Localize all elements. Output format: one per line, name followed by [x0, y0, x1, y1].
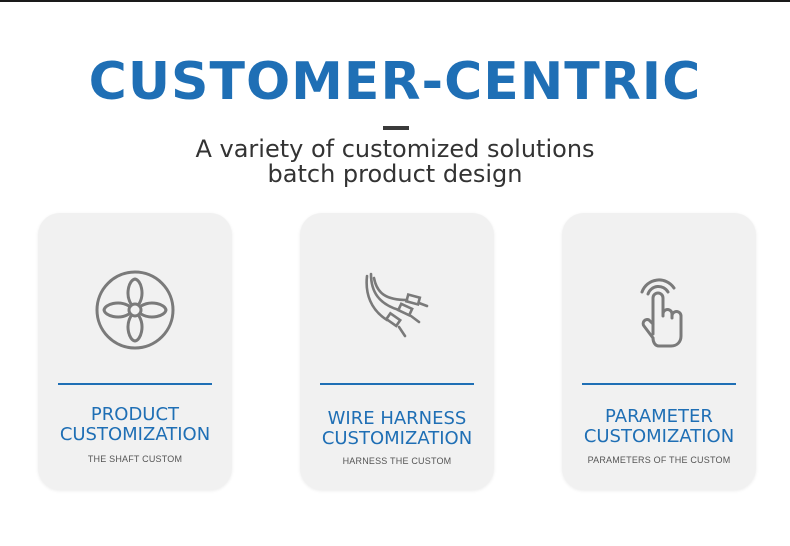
- subtitle-line-1: A variety of customized solutions: [195, 135, 595, 163]
- cable-icon: [347, 270, 447, 350]
- page-headline: CUSTOMER-CENTRIC: [88, 52, 702, 112]
- card-divider: [58, 383, 212, 385]
- title-divider: [383, 126, 409, 130]
- wire-harness-customization-card[interactable]: WIRE HARNESS CUSTOMIZATION HARNESS THE C…: [300, 213, 494, 490]
- card-subtitle: PARAMETERS OF THE CUSTOM: [587, 455, 731, 465]
- parameter-customization-card[interactable]: PARAMETER CUSTOMIZATION PARAMETERS OF TH…: [562, 213, 756, 490]
- card-divider: [320, 383, 474, 385]
- card-title: PARAMETER CUSTOMIZATION: [583, 406, 735, 447]
- card-subtitle: THE SHAFT CUSTOM: [87, 454, 183, 464]
- card-title: PRODUCT CUSTOMIZATION: [59, 404, 211, 445]
- card-title: WIRE HARNESS CUSTOMIZATION: [321, 408, 473, 449]
- top-border-line: [0, 0, 790, 2]
- subtitle-line-2: batch product design: [267, 160, 523, 188]
- page-subtitle: A variety of customized solutions batch …: [0, 137, 790, 187]
- touch-hand-icon: [609, 270, 709, 350]
- card-subtitle: HARNESS THE CUSTOM: [342, 456, 452, 466]
- product-customization-card[interactable]: PRODUCT CUSTOMIZATION THE SHAFT CUSTOM: [38, 213, 232, 490]
- card-divider: [582, 383, 736, 385]
- fan-icon: [85, 270, 185, 350]
